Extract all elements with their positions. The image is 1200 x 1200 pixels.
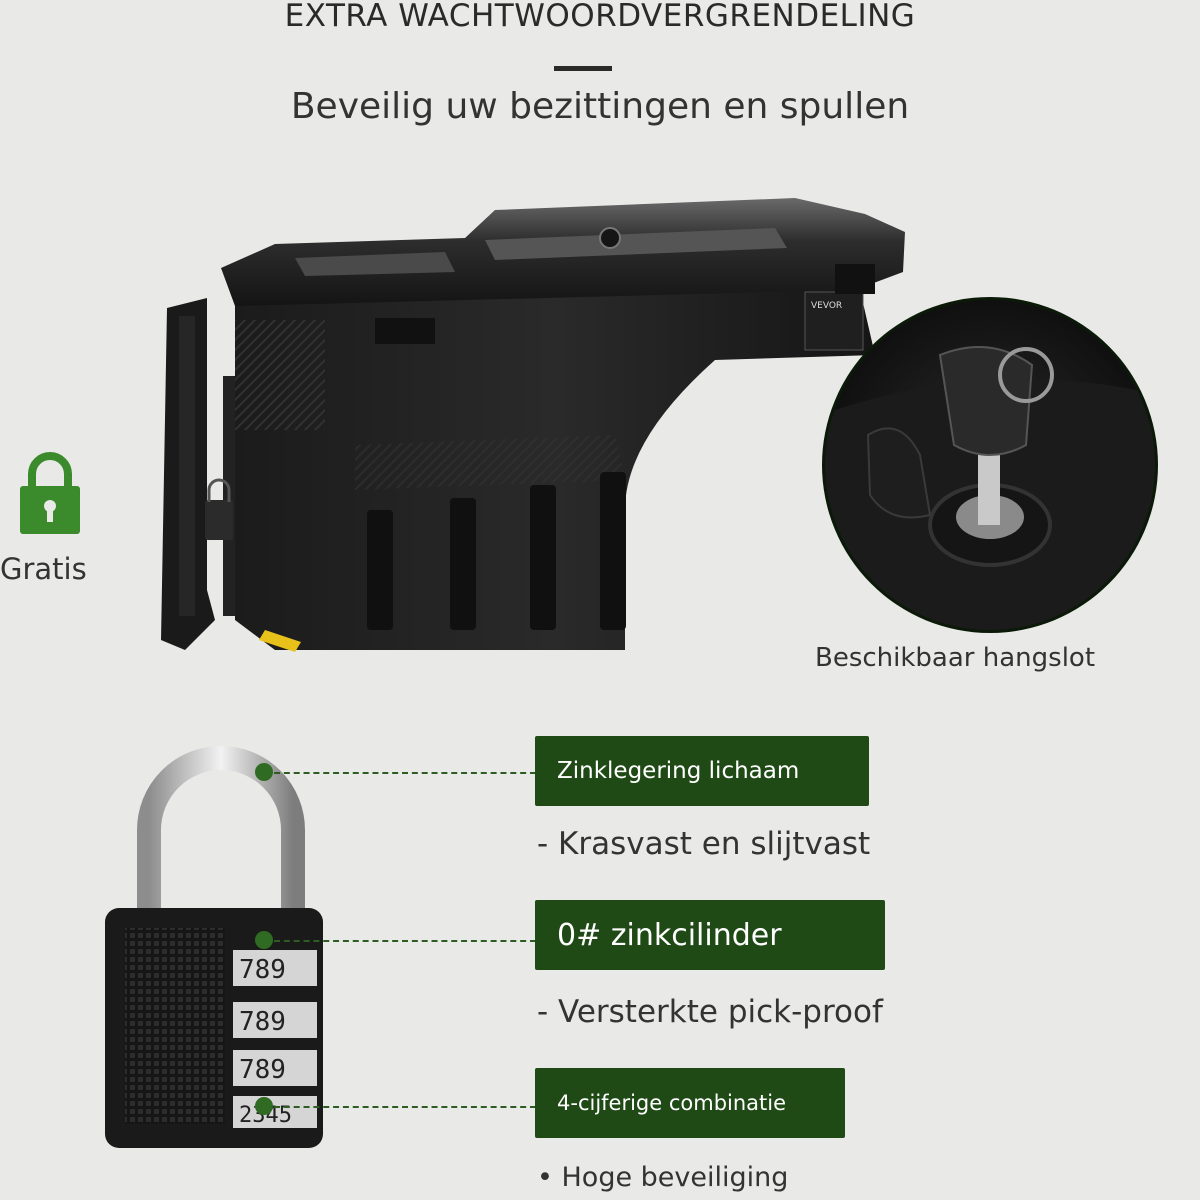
truck-tool-box-image: VEVOR	[155, 180, 915, 664]
title-divider	[554, 66, 612, 71]
feature-detail-security: • Hoge beveiliging	[537, 1162, 789, 1193]
callout-dot	[255, 1097, 273, 1115]
callout-line	[274, 1106, 536, 1108]
callout-line	[274, 772, 536, 774]
dial-row-1: 789	[239, 955, 286, 985]
callout-dot	[255, 763, 273, 781]
key-lock-closeup-image	[820, 295, 1160, 639]
dial-row-2: 789	[239, 1007, 286, 1037]
padlock-icon	[17, 452, 83, 540]
dial-row-3: 789	[239, 1055, 286, 1085]
feature-detail-pickproof: - Versterkte pick-proof	[537, 994, 883, 1030]
callout-dot	[255, 931, 273, 949]
brand-logo-text: VEVOR	[811, 301, 842, 311]
feature-tag-zinc-cylinder: 0# zinkcilinder	[535, 900, 885, 970]
feature-tag-combination: 4-cijferige combinatie	[535, 1068, 845, 1138]
page-subtitle: Beveilig uw bezittingen en spullen	[290, 86, 910, 127]
feature-detail-scratch: - Krasvast en slijtvast	[537, 826, 871, 862]
page-title: EXTRA WACHTWOORDVERGRENDELING	[284, 0, 916, 34]
callout-line	[274, 940, 536, 942]
gratis-label: Gratis	[0, 552, 87, 586]
combination-padlock-image: 789 789 789 2345	[105, 740, 345, 1154]
key-lock-caption: Beschikbaar hangslot	[815, 643, 1096, 673]
feature-tag-zinc-body: Zinklegering lichaam	[535, 736, 869, 806]
